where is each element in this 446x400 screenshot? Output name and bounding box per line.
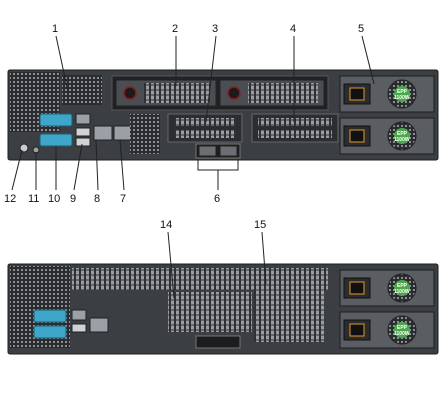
ethernet-port bbox=[93, 125, 113, 141]
callout-12: 12 bbox=[4, 193, 16, 205]
psu-bottom-1: EPP 1100W bbox=[339, 269, 435, 307]
callout-labels: 1 2 3 4 5 6 7 8 9 10 11 12 14 15 bbox=[4, 23, 364, 231]
riser-slots-bottom bbox=[168, 292, 252, 332]
psu-label: EPP bbox=[397, 325, 408, 331]
chassis-bottom: EPP 1100W EPP 1100W bbox=[7, 263, 439, 355]
idrac-port bbox=[75, 113, 91, 125]
psu-watts: 1100W bbox=[394, 137, 410, 143]
psu-status-icon bbox=[394, 322, 410, 338]
callout-5: 5 bbox=[358, 23, 364, 35]
psu-label: EPP bbox=[397, 131, 408, 137]
full-height-slots-bottom bbox=[254, 276, 324, 342]
callout-3: 3 bbox=[212, 23, 218, 35]
upper-vent-top bbox=[62, 75, 102, 105]
drive-release-icon bbox=[227, 86, 241, 100]
callout-6: 6 bbox=[214, 193, 220, 205]
usb-port bbox=[75, 127, 91, 137]
ethernet-port bbox=[89, 317, 109, 333]
idrac-port bbox=[71, 309, 87, 321]
callout-10: 10 bbox=[48, 193, 60, 205]
callout-7: 7 bbox=[120, 193, 126, 205]
psu-status-icon bbox=[394, 128, 410, 144]
chassis-top: EPP 1100W EPP 1100W bbox=[7, 69, 439, 161]
vga-port bbox=[33, 325, 67, 339]
psu-label: EPP bbox=[397, 283, 408, 289]
psu-label: EPP bbox=[397, 89, 408, 95]
callout-15: 15 bbox=[254, 219, 266, 231]
mid-vent-top bbox=[130, 114, 160, 154]
psu-status-icon bbox=[394, 86, 410, 102]
psu-watts: 1100W bbox=[394, 331, 410, 337]
callout-9: 9 bbox=[70, 193, 76, 205]
serial-port bbox=[33, 309, 67, 323]
callout-lines-top bbox=[11, 35, 375, 191]
network-ports-group bbox=[195, 335, 241, 349]
callout-2: 2 bbox=[172, 23, 178, 35]
psu-watts: 1100W bbox=[394, 95, 410, 101]
psu-status-icon bbox=[394, 280, 410, 296]
psu-bottom-2: EPP 1100W bbox=[339, 311, 435, 349]
callout-1: 1 bbox=[52, 23, 58, 35]
network-port bbox=[198, 145, 217, 157]
psu-top-1: EPP 1100W bbox=[339, 75, 435, 113]
usb-port bbox=[75, 137, 91, 147]
ethernet-port bbox=[113, 125, 133, 141]
network-port bbox=[219, 145, 238, 157]
callout-4: 4 bbox=[290, 23, 296, 35]
callout-lines-bottom bbox=[167, 231, 267, 299]
drive-release-icon bbox=[123, 86, 137, 100]
vga-port bbox=[39, 133, 73, 147]
psu-watts: 1100W bbox=[394, 289, 410, 295]
psu-top-2: EPP 1100W bbox=[339, 117, 435, 155]
callout-14: 14 bbox=[160, 219, 172, 231]
callout-8: 8 bbox=[94, 193, 100, 205]
usb-port bbox=[71, 323, 87, 333]
system-id-button-icon bbox=[19, 143, 29, 153]
serial-port bbox=[39, 113, 73, 127]
callout-11: 11 bbox=[28, 193, 39, 205]
rear-drive-bay-1 bbox=[115, 79, 217, 107]
rear-drive-bay-2 bbox=[219, 79, 325, 107]
